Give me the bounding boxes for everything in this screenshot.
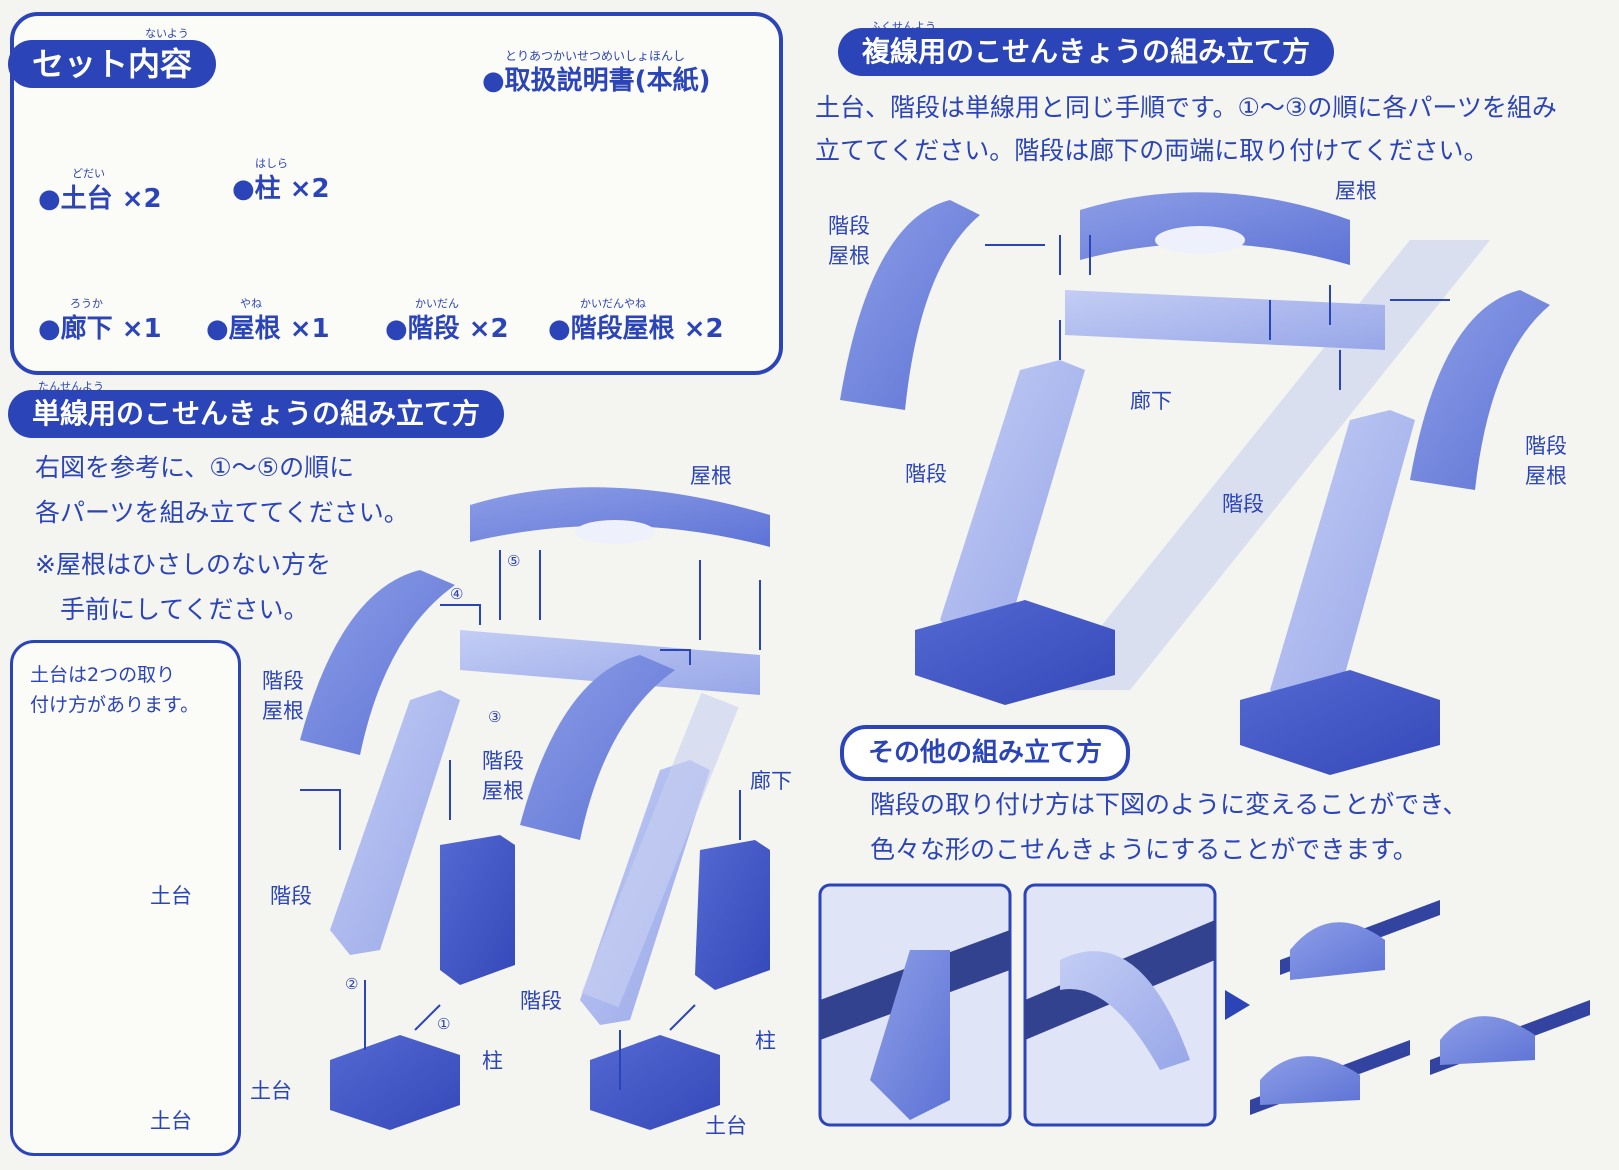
double-assembly-diagram [840,192,1550,775]
set-title-furigana: ないよう [145,27,189,40]
base-part-label: ●土台 ×2 [38,184,162,214]
other-configurations-diagram [818,883,1590,1127]
double-line-instruction-2: 立ててください。階段は廊下の両端に取り付けてください。 [815,136,1489,165]
other-instruction-2: 色々な形のこせんきょうにすることができます。 [870,835,1418,864]
single-base-label-b: 土台 [705,1114,747,1138]
pillar-part-furigana: はしら [255,157,288,170]
single-line-instruction-1: 右図を参考に、①～⑤の順に [35,453,355,482]
single-pillar-label-b: 柱 [755,1029,776,1053]
single-pillar-label-a: 柱 [482,1049,503,1073]
single-stair-label-b: 階段 [520,989,562,1013]
double-line-title: 複線用のこせんきょうの組み立て方 [838,28,1335,76]
single-title-furigana: たんせんよう [38,380,104,393]
set-contents-title: セット内容 [8,40,217,88]
single-stair-roof-label-b: 屋根 [262,699,304,723]
base-note-line-1: 土台は2つの取り [30,664,176,686]
single-stair-roof-label-d: 屋根 [482,779,524,803]
stair-roof-part-furigana: かいだんやね [580,297,646,310]
single-line-instruction-3: ※屋根はひさしのない方を [35,550,331,579]
manual-label: ●取扱説明書(本紙) [482,66,711,96]
double-title-furigana: ふくせんよう [870,20,936,33]
pillar-part-label: ●柱 ×2 [232,174,330,204]
step-2-marker: ② [345,975,359,993]
roof-part-furigana: やね [240,297,262,310]
inset-base-label-1: 土台 [150,884,192,908]
single-line-title: 単線用のこせんきょうの組み立て方 [8,390,505,438]
double-line-instruction-1: 土台、階段は単線用と同じ手順です。①～③の順に各パーツを組み [815,93,1557,122]
step-4-marker: ④ [450,585,464,603]
stair-roof-part-label: ●階段屋根 ×2 [548,314,724,344]
step-1-marker: ① [437,1015,451,1033]
roof-part-label: ●屋根 ×1 [206,314,330,344]
corridor-part-furigana: ろうか [70,297,103,310]
base-note-line-2: 付け方があります。 [30,694,200,716]
single-assembly-diagram [300,487,770,1130]
manual-furigana: とりあつかいせつめいしょほんし [505,49,686,63]
single-stair-roof-label-c: 階段 [482,749,524,773]
double-corridor-label: 廊下 [1130,389,1172,413]
stair-part-furigana: かいだん [415,297,459,310]
double-stair-label-a: 階段 [905,462,947,486]
base-part-furigana: どだい [72,167,105,180]
single-roof-label: 屋根 [690,464,732,488]
single-corridor-label: 廊下 [750,769,792,793]
single-stair-label-a: 階段 [270,884,312,908]
step-3-marker: ③ [488,708,502,726]
single-line-instruction-2: 各パーツを組み立ててください。 [35,498,409,527]
double-stair-roof-right-a: 階段 [1525,434,1567,458]
double-roof-label: 屋根 [1335,179,1377,203]
stair-part-label: ●階段 ×2 [385,314,509,344]
step-5-marker: ⑤ [507,552,521,570]
single-base-label-a: 土台 [250,1079,292,1103]
other-instruction-1: 階段の取り付け方は下図のように変えることができ、 [870,790,1468,819]
double-stair-label-b: 階段 [1222,492,1264,516]
other-assembly-title: その他の組み立て方 [840,725,1131,781]
double-stair-roof-right-b: 屋根 [1525,464,1567,488]
inset-base-label-2: 土台 [150,1109,192,1133]
double-stair-roof-left-b: 屋根 [828,244,870,268]
single-line-instruction-4: 手前にしてください。 [60,595,309,624]
corridor-part-label: ●廊下 ×1 [38,314,162,344]
double-stair-roof-left-a: 階段 [828,214,870,238]
base-note-box [10,640,241,1156]
single-stair-roof-label-a: 階段 [262,669,304,693]
